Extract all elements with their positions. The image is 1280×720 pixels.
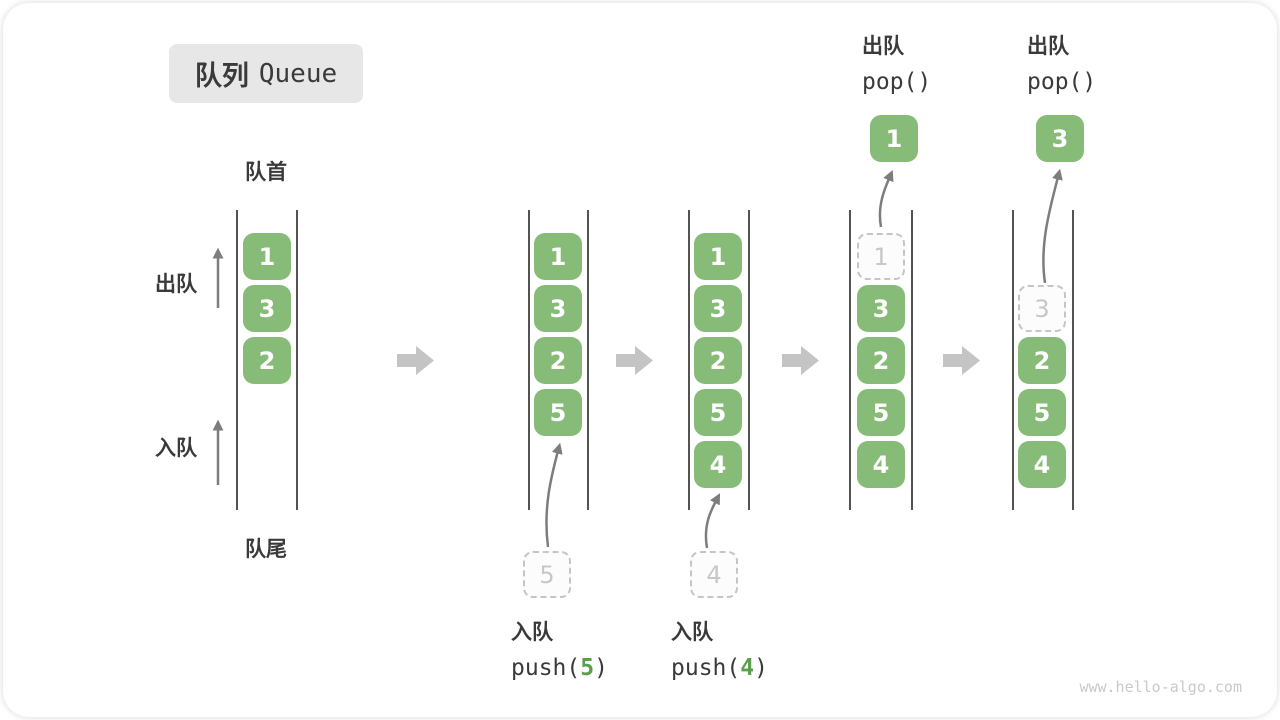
- op-pop-1-code: pop(): [862, 69, 932, 95]
- queue-cell: 1: [243, 233, 291, 280]
- queue3-wall-right: [748, 210, 750, 510]
- queue-cell: 1: [534, 233, 582, 280]
- title-zh: 队列: [194, 61, 249, 91]
- op-push-5: 入队 push(5): [511, 616, 608, 681]
- queue-cell: 4: [1018, 441, 1066, 488]
- queue-cell: 3: [243, 285, 291, 332]
- op-push-5-label: 入队: [511, 621, 553, 644]
- op-pop-2-label: 出队: [1027, 35, 1069, 58]
- op-pop-2-code: pop(): [1027, 69, 1097, 95]
- queue-cell: 5: [534, 389, 582, 436]
- queue5-wall-right: [1072, 210, 1074, 510]
- code-pre: push(: [511, 655, 581, 681]
- step-arrow-icon: [943, 346, 980, 375]
- queue1-wall-right: [296, 210, 298, 510]
- op-push-4: 入队 push(4): [671, 616, 768, 681]
- queue4-wall-left: [849, 210, 851, 510]
- op-push-4-label: 入队: [671, 621, 713, 644]
- popped-cell-3: 3: [1036, 115, 1084, 162]
- queue-cell: 4: [857, 441, 905, 488]
- queue3-wall-left: [688, 210, 690, 510]
- queue-cell: 3: [857, 285, 905, 332]
- queue-cell: 2: [243, 337, 291, 384]
- incoming-cell-5: 5: [523, 551, 571, 598]
- queue4-wall-right: [911, 210, 913, 510]
- queue2-wall-left: [528, 210, 530, 510]
- op-pop-1-label: 出队: [862, 35, 904, 58]
- ghost-cell-1: 1: [857, 233, 905, 280]
- incoming-cell-4: 4: [690, 551, 738, 598]
- code-post: ): [594, 655, 608, 681]
- code-arg: 5: [580, 655, 595, 681]
- code-arg: 4: [740, 655, 755, 681]
- step-arrow-icon: [616, 346, 653, 375]
- queue1-wall-left: [236, 210, 238, 510]
- code-post: ): [754, 655, 768, 681]
- queue-cell: 5: [694, 389, 742, 436]
- queue-cell: 2: [857, 337, 905, 384]
- queue2-wall-right: [587, 210, 589, 510]
- op-push-4-code: push(4): [671, 655, 768, 681]
- step-arrow-icon: [782, 346, 819, 375]
- label-queue-rear: 队尾: [245, 538, 287, 561]
- ghost-cell-3: 3: [1018, 285, 1066, 332]
- op-pop-2: 出队 pop(): [1027, 30, 1096, 95]
- op-pop-1: 出队 pop(): [862, 30, 931, 95]
- queue-cell: 4: [694, 441, 742, 488]
- queue-cell: 3: [534, 285, 582, 332]
- queue-cell: 2: [1018, 337, 1066, 384]
- queue-cell: 2: [694, 337, 742, 384]
- popped-cell-1: 1: [870, 115, 918, 162]
- queue-cell: 3: [694, 285, 742, 332]
- queue-cell: 2: [534, 337, 582, 384]
- watermark: www.hello-algo.com: [1079, 678, 1242, 696]
- queue-cell: 5: [1018, 389, 1066, 436]
- step-arrow-icon: [397, 346, 434, 375]
- op-push-5-code: push(5): [511, 655, 608, 681]
- queue5-wall-left: [1012, 210, 1014, 510]
- title-badge: 队列 Queue: [169, 44, 363, 103]
- label-dequeue-left: 出队: [155, 273, 197, 296]
- queue-cell: 5: [857, 389, 905, 436]
- title-en: Queue: [258, 58, 338, 89]
- code-pre: push(: [671, 655, 741, 681]
- label-queue-front: 队首: [245, 161, 287, 184]
- queue-cell: 1: [694, 233, 742, 280]
- label-enqueue-left: 入队: [155, 437, 197, 460]
